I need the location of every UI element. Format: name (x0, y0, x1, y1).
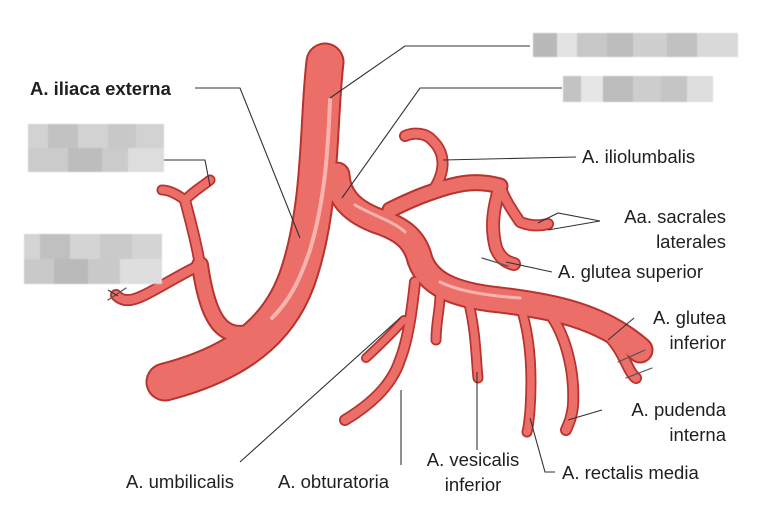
label-glutea-superior: A. glutea superior (558, 261, 704, 282)
leader-sacrales-2 (547, 220, 601, 231)
label-umbilicalis: A. umbilicalis (126, 471, 234, 492)
leader-umbilicalis (239, 317, 401, 463)
leader-glutea-superior (505, 261, 553, 273)
leader-blurred-left-2 (107, 289, 119, 297)
label-iliaca-externa: A. iliaca externa (30, 78, 171, 99)
label-glutea-inferior-line1: A. glutea (652, 307, 726, 328)
leader-sacrales-1 (537, 212, 601, 224)
redacted-label-top (533, 33, 738, 57)
section-marks (107, 257, 653, 379)
label-pudenda-interna-line1: A. pudenda (631, 399, 726, 420)
leader-rectalis (529, 417, 555, 473)
leader-blurred-left-1 (162, 159, 211, 187)
leader-iliaca-communis (341, 87, 562, 199)
label-vesicalis-inferior-line1: A. vesicalis (426, 449, 520, 470)
label-iliolumbalis: A. iliolumbalis (582, 146, 696, 167)
leader-glutea-inferior (607, 317, 635, 341)
label-obturatoria: A. obturatoria (278, 471, 390, 492)
leader-lines (107, 45, 635, 473)
leader-iliaca-externa (195, 87, 301, 239)
label-sacrales-laterales-line1: Aa. sacrales (624, 206, 726, 227)
label-glutea-inferior-line2: inferior (669, 332, 726, 353)
redacted-label-left-top (28, 124, 164, 172)
leader-iliaca-interna (329, 45, 530, 99)
artery-fill (111, 44, 652, 436)
label-vesicalis-inferior-line2: inferior (444, 474, 502, 495)
label-rectalis-media: A. rectalis media (562, 462, 699, 483)
label-pudenda-interna-line2: interna (669, 424, 726, 445)
leader-iliolumbalis (442, 156, 577, 161)
label-sacrales-laterales-line2: laterales (656, 231, 726, 252)
artery-highlight (270, 98, 522, 320)
redacted-label-second (563, 76, 713, 102)
leader-pudenda (567, 409, 603, 421)
redacted-label-left-bottom (24, 234, 162, 284)
